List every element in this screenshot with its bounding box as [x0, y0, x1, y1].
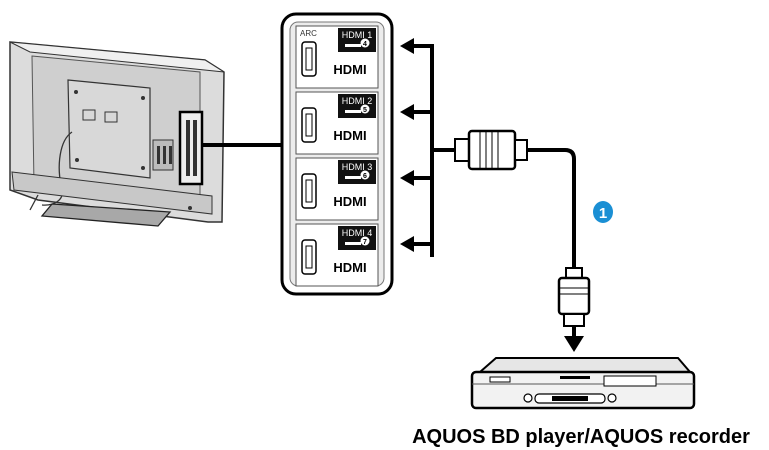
port-number: 7: [363, 239, 367, 246]
hdmi-logo: HDMI: [333, 260, 366, 275]
port-label: HDMI 3: [342, 162, 373, 172]
port-bar: [345, 110, 361, 113]
port-num-badge: [360, 236, 370, 246]
port-number: 5: [363, 107, 367, 114]
port-label-bg: [338, 28, 376, 52]
port-label-bg: [338, 160, 376, 184]
arrow-icon: [400, 236, 432, 252]
port-bar: [345, 176, 361, 179]
hdmi-port-1: HDMI 14 ARC HDMI: [295, 25, 379, 89]
port-bar: [345, 44, 361, 47]
arrow-icon: [400, 38, 432, 54]
hdmi-logo: HDMI: [333, 194, 366, 209]
bd-player-icon: [470, 357, 696, 410]
port-label: HDMI 4: [342, 228, 373, 238]
tv-back-icon: [9, 41, 225, 227]
port-bar: [345, 242, 361, 245]
port-num-badge: [360, 170, 370, 180]
port-num-badge: [360, 38, 370, 48]
arrow-icon: [400, 170, 432, 186]
port-number: 4: [363, 41, 367, 48]
arc-label: ARC: [300, 29, 317, 38]
port-socket-inner: [305, 179, 313, 203]
port-label: HDMI 1: [342, 30, 373, 40]
port-label-bg: [338, 226, 376, 250]
arrow-head: [400, 170, 414, 186]
callout-number: 1: [599, 205, 607, 222]
device-caption: AQUOS BD player/AQUOS recorder: [412, 426, 750, 448]
hdmi-logo: HDMI: [333, 128, 366, 143]
port-num-badge: [360, 104, 370, 114]
hdmi-logo: HDMI: [333, 62, 366, 77]
port-number: 6: [363, 173, 367, 180]
arrow-head: [400, 104, 414, 120]
callout-badge: 1: [593, 201, 613, 223]
arrow-icon: [564, 326, 584, 352]
port-socket-inner: [305, 113, 313, 137]
port-label-bg: [338, 94, 376, 118]
port-socket-inner: [305, 47, 313, 71]
hdmi-plug-icon: [454, 129, 591, 327]
arrow-head: [400, 38, 414, 54]
port-socket-inner: [305, 245, 313, 269]
arrow-icon: [400, 104, 432, 120]
port-label: HDMI 2: [342, 96, 373, 106]
arrow-head: [400, 236, 414, 252]
